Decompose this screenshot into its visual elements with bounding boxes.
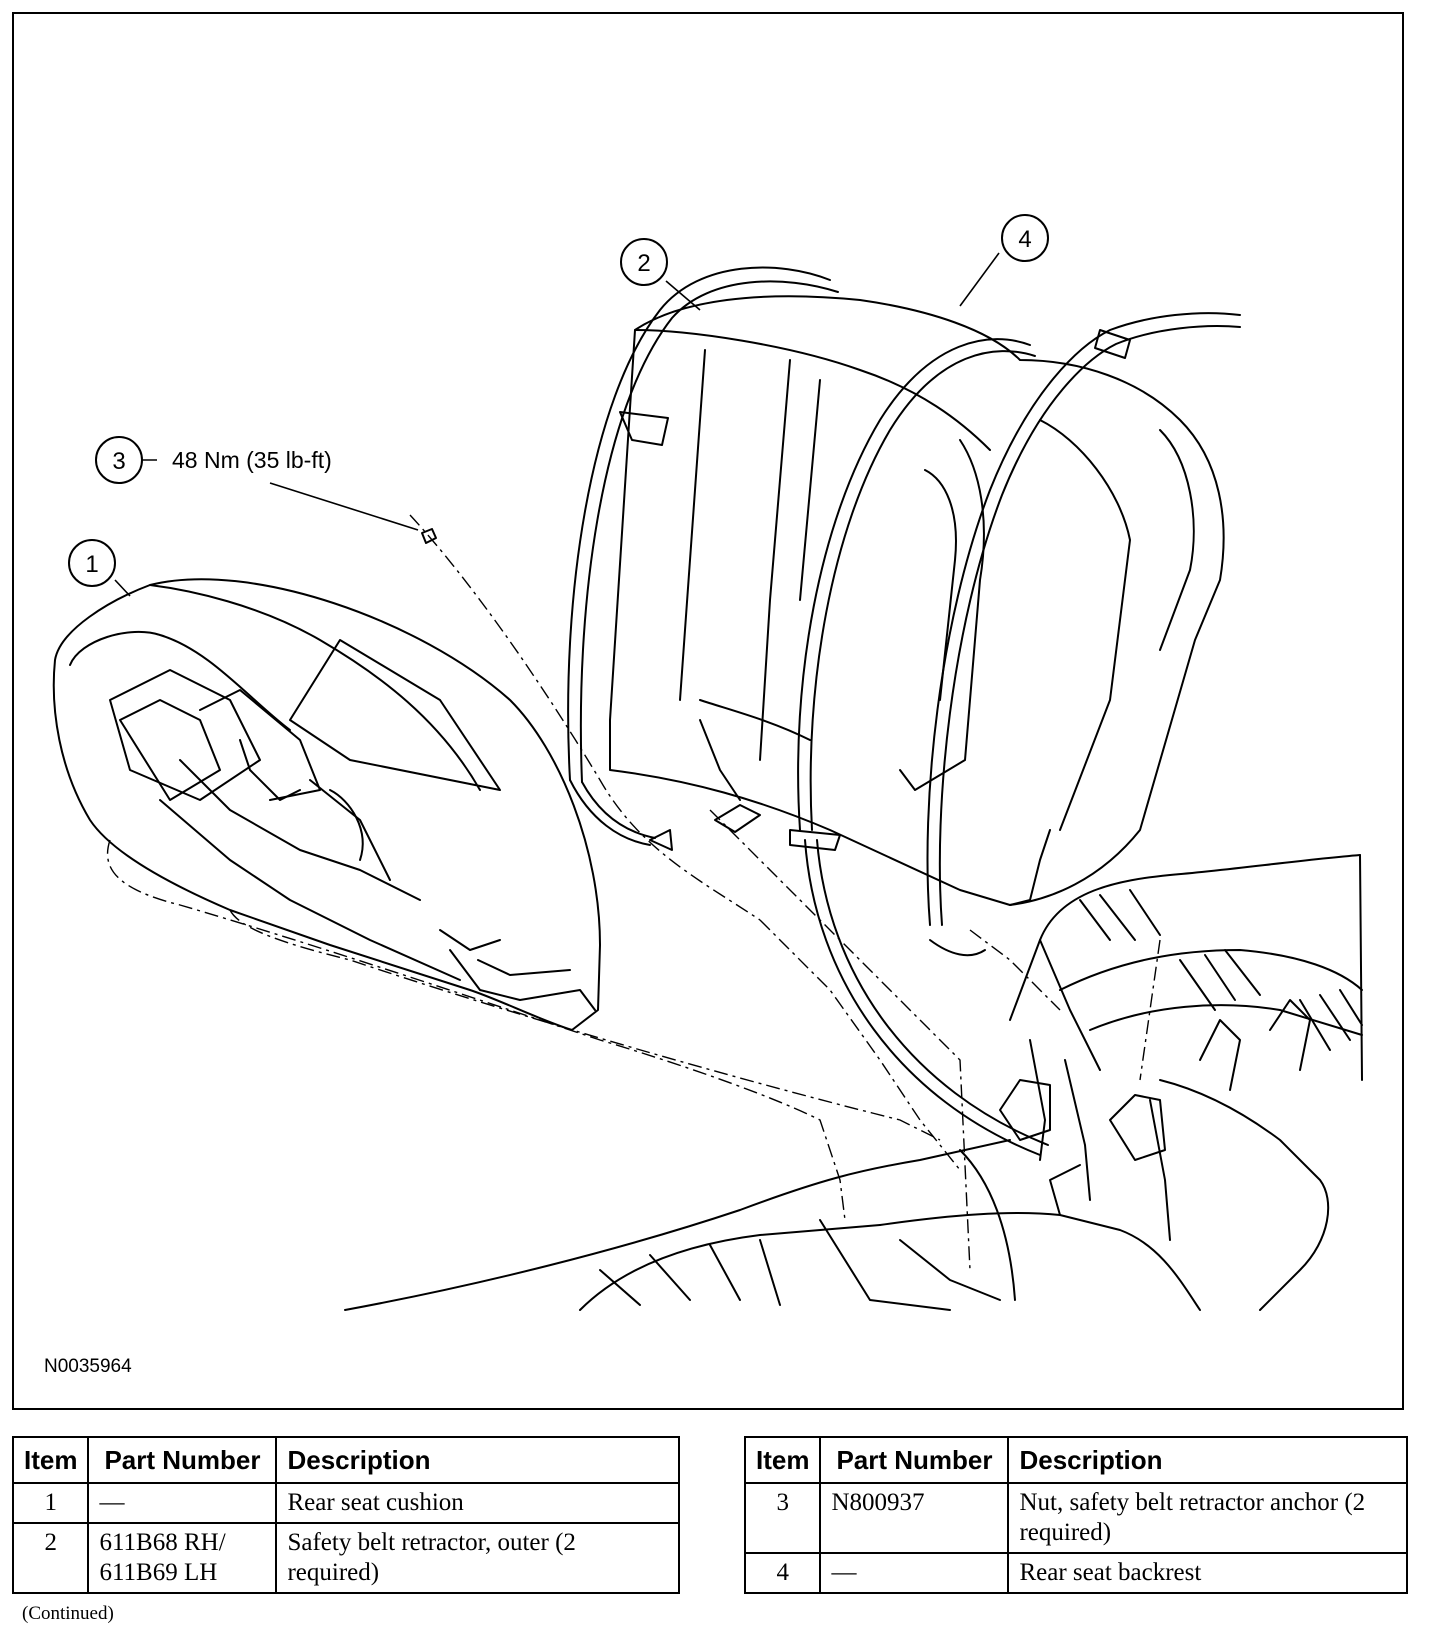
header-description: Description [275,1436,680,1484]
table-row: 2 611B68 RH/ 611B69 LH Safety belt retra… [11,1522,680,1594]
figure-id: N0035964 [44,1356,132,1377]
table-row: 3 N800937 Nut, safety belt retractor anc… [743,1482,1408,1554]
alignment-lines [106,514,1161,1271]
table-header-row: Item Part Number Description [11,1436,680,1484]
item-cell: 4 [743,1552,822,1594]
header-part-number: Part Number [819,1436,1010,1484]
description-cell: Rear seat backrest [1007,1552,1408,1594]
part-number-cell: 611B68 RH/ 611B69 LH [87,1522,278,1594]
figure-frame [12,12,1404,1410]
part-number-cell: N800937 [819,1482,1010,1554]
part-number-cell: — [819,1552,1010,1594]
callout-2-circle [620,238,668,286]
callout-2-number: 2 [637,250,650,277]
callout-4-number: 4 [1018,226,1031,253]
header-item: Item [11,1436,90,1484]
callout-4-circle [1001,214,1049,262]
table-row: 1 — Rear seat cushion [11,1482,680,1524]
continued-note: (Continued) [22,1603,114,1624]
parts-table-right: Item Part Number Description 3 N800937 N… [743,1436,1408,1594]
table-row: 4 — Rear seat backrest [743,1552,1408,1594]
header-description: Description [1007,1436,1408,1484]
callout-1-circle [68,539,116,587]
description-cell: Rear seat cushion [275,1482,680,1524]
part-number-cell: — [87,1482,278,1524]
nut-drawing [421,528,437,544]
rear-seat-cushion-drawing [52,578,601,1031]
description-cell: Nut, safety belt retractor anchor (2 req… [1007,1482,1408,1554]
floor-pan-drawing [344,854,1363,1311]
callout-3-number: 3 [112,448,125,475]
item-cell: 2 [11,1522,90,1594]
exploded-view-illustration: 1 2 3 4 48 Nm (35 lb-ft) [52,214,1363,1311]
header-item: Item [743,1436,822,1484]
item-cell: 1 [11,1482,90,1524]
leader-lines [114,252,1000,597]
description-cell: Safety belt retractor, outer (2 required… [275,1522,680,1594]
item-cell: 3 [743,1482,822,1554]
callout-1-number: 1 [85,551,98,578]
callout-3-torque-spec: 48 Nm (35 lb-ft) [172,447,332,473]
header-part-number: Part Number [87,1436,278,1484]
safety-belt-retractor-drawing [567,266,1241,1156]
table-header-row: Item Part Number Description [743,1436,1408,1484]
rear-seat-backrest-drawing [609,295,1225,906]
callout-3-circle [95,436,143,484]
parts-table-left: Item Part Number Description 1 — Rear se… [11,1436,680,1594]
